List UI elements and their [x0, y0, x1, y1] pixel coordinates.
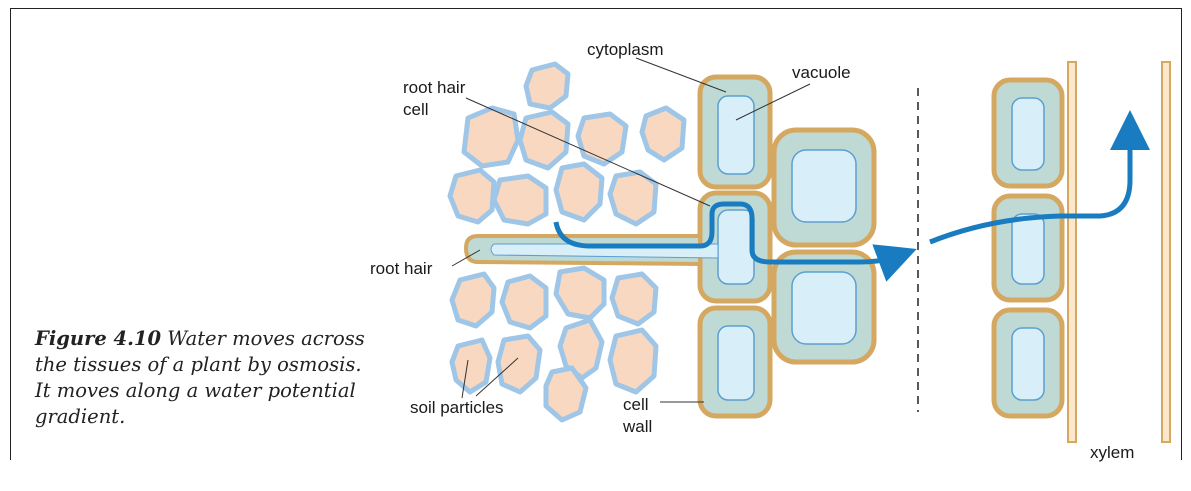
vacuole	[1012, 98, 1044, 170]
soil-particle	[502, 276, 546, 328]
soil-particle	[452, 340, 490, 392]
label-root-hair-cell-line1: root hair	[403, 78, 466, 97]
soil-particle	[452, 274, 494, 326]
xylem-vessel	[1068, 62, 1170, 442]
label-soil-particles: soil particles	[410, 398, 504, 417]
soil-particle	[494, 176, 546, 224]
cortex-cells	[700, 77, 874, 416]
soil-particle	[450, 170, 494, 222]
label-cell-wall-line1: cell	[623, 395, 649, 414]
vacuole	[792, 150, 856, 222]
soil-particle	[610, 172, 656, 224]
soil-particle	[556, 164, 602, 220]
label-root-hair: root hair	[370, 259, 433, 278]
label-cytoplasm: cytoplasm	[587, 40, 664, 59]
soil-particle	[612, 274, 656, 324]
soil-particle	[642, 108, 684, 160]
xylem-adjacent-cells	[994, 80, 1062, 416]
soil-particle	[546, 368, 586, 420]
root-hair	[466, 236, 718, 264]
soil-particle	[464, 108, 518, 166]
vacuole	[718, 210, 754, 284]
soil-particle	[556, 268, 604, 318]
soil-particle	[610, 330, 656, 392]
vacuole	[792, 272, 856, 344]
soil-particle	[498, 336, 540, 392]
label-cell-wall-line2: wall	[622, 417, 652, 436]
label-xylem: xylem	[1090, 443, 1134, 462]
vacuole	[1012, 328, 1044, 400]
vacuole	[718, 96, 754, 174]
label-root-hair-cell-line2: cell	[403, 100, 429, 119]
vacuole	[718, 326, 754, 400]
label-vacuole: vacuole	[792, 63, 851, 82]
soil-particle	[578, 114, 626, 164]
soil-particle	[526, 64, 568, 108]
vacuole	[1012, 214, 1044, 284]
